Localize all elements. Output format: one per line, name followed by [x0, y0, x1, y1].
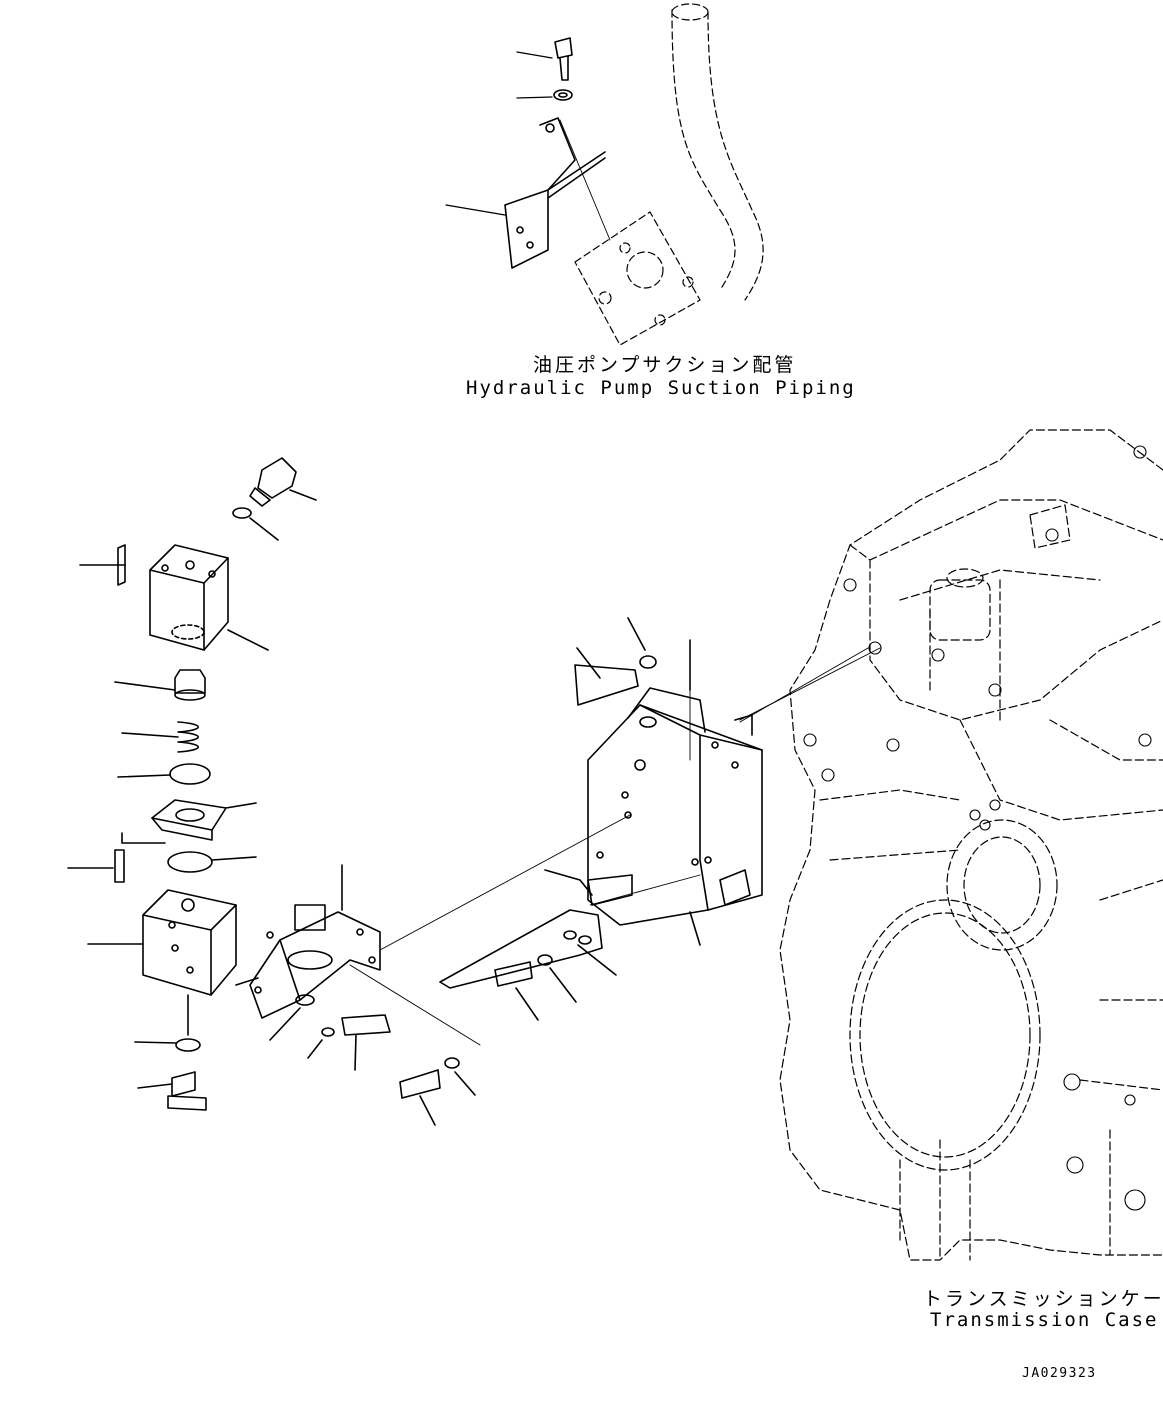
transmission-case-label-en: Transmission Case: [930, 1309, 1159, 1331]
relief-valve-parts: [67, 669, 257, 883]
leader-lines-top: [445, 51, 611, 241]
leader-line-case: [739, 647, 869, 723]
top-bolt: [553, 37, 573, 101]
transmission-case-label-jp: トランスミッションケース: [923, 1288, 1163, 1310]
small-bolts-center: [307, 617, 657, 1126]
transmission-case-bolt-holes: [803, 445, 1152, 1211]
support-arm: [439, 869, 633, 989]
suction-piping-label-jp: 油圧ポンプサクション配管: [533, 354, 797, 376]
valve-block-upper: [79, 544, 269, 651]
pipe-clamp-bracket: [504, 117, 606, 269]
suction-pipe: [574, 3, 764, 346]
pressure-switch: [232, 457, 317, 541]
suction-piping-label-en: Hydraulic Pump Suction Piping: [466, 377, 856, 399]
transmission-case-outline: [779, 429, 1163, 1261]
assembly-guide-lines: [349, 639, 881, 1046]
valve-block-lower: [87, 889, 259, 1111]
mounting-bracket-left: [249, 864, 381, 1041]
drawing-code: JA029323: [1022, 1366, 1097, 1381]
